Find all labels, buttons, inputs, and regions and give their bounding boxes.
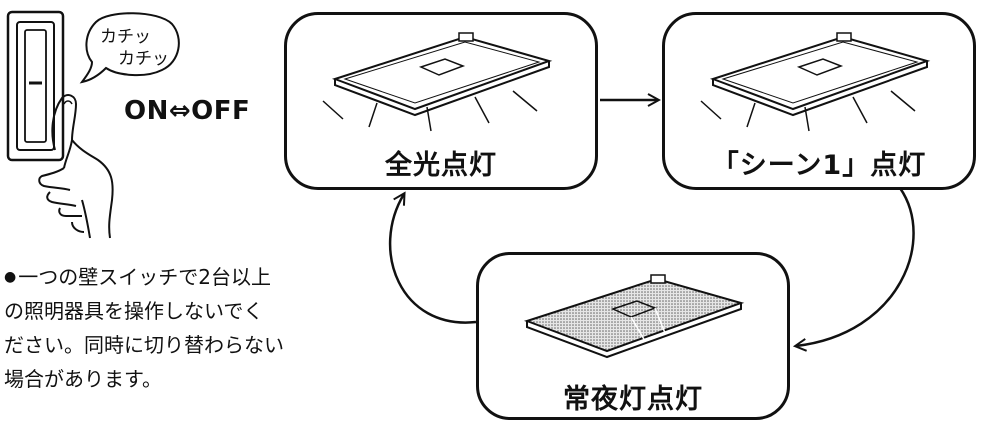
note-bullet: ● [4,269,17,285]
ceiling-light-scene1 [700,32,931,132]
state-box-night: 常夜灯点灯 [476,252,790,420]
wall-switch-illustration [6,10,114,239]
bubble-line-2: カチッ [118,49,169,69]
arrow-scene1-to-night [796,187,915,346]
state-label-night: 常夜灯点灯 [563,384,703,415]
speech-bubble-outline [79,12,180,84]
caution-note: ●一つの壁スイッチで2台以上 の照明器具を操作しないでく ださい。同時に切り替わ… [4,260,334,396]
speech-bubble [79,12,180,84]
hand-fingers [38,139,91,239]
state-box-full: 全光点灯 [284,12,598,190]
ceiling-light-full [322,32,553,132]
arrow-night-to-full [388,194,477,324]
finger-nail [63,100,73,105]
on-off-label: ON⇔OFF [124,96,251,126]
state-label-full: 全光点灯 [385,150,497,181]
state-label-scene1: 「シーン1」点灯 [711,150,927,181]
switch-rocker [24,29,47,143]
bubble-line-1: カチッ [100,27,151,47]
state-box-scene1: 「シーン1」点灯 [662,12,976,190]
note-text: 一つの壁スイッチで2台以上 の照明器具を操作しないでく ださい。同時に切り替わら… [4,265,284,391]
ceiling-light-night [523,274,745,359]
